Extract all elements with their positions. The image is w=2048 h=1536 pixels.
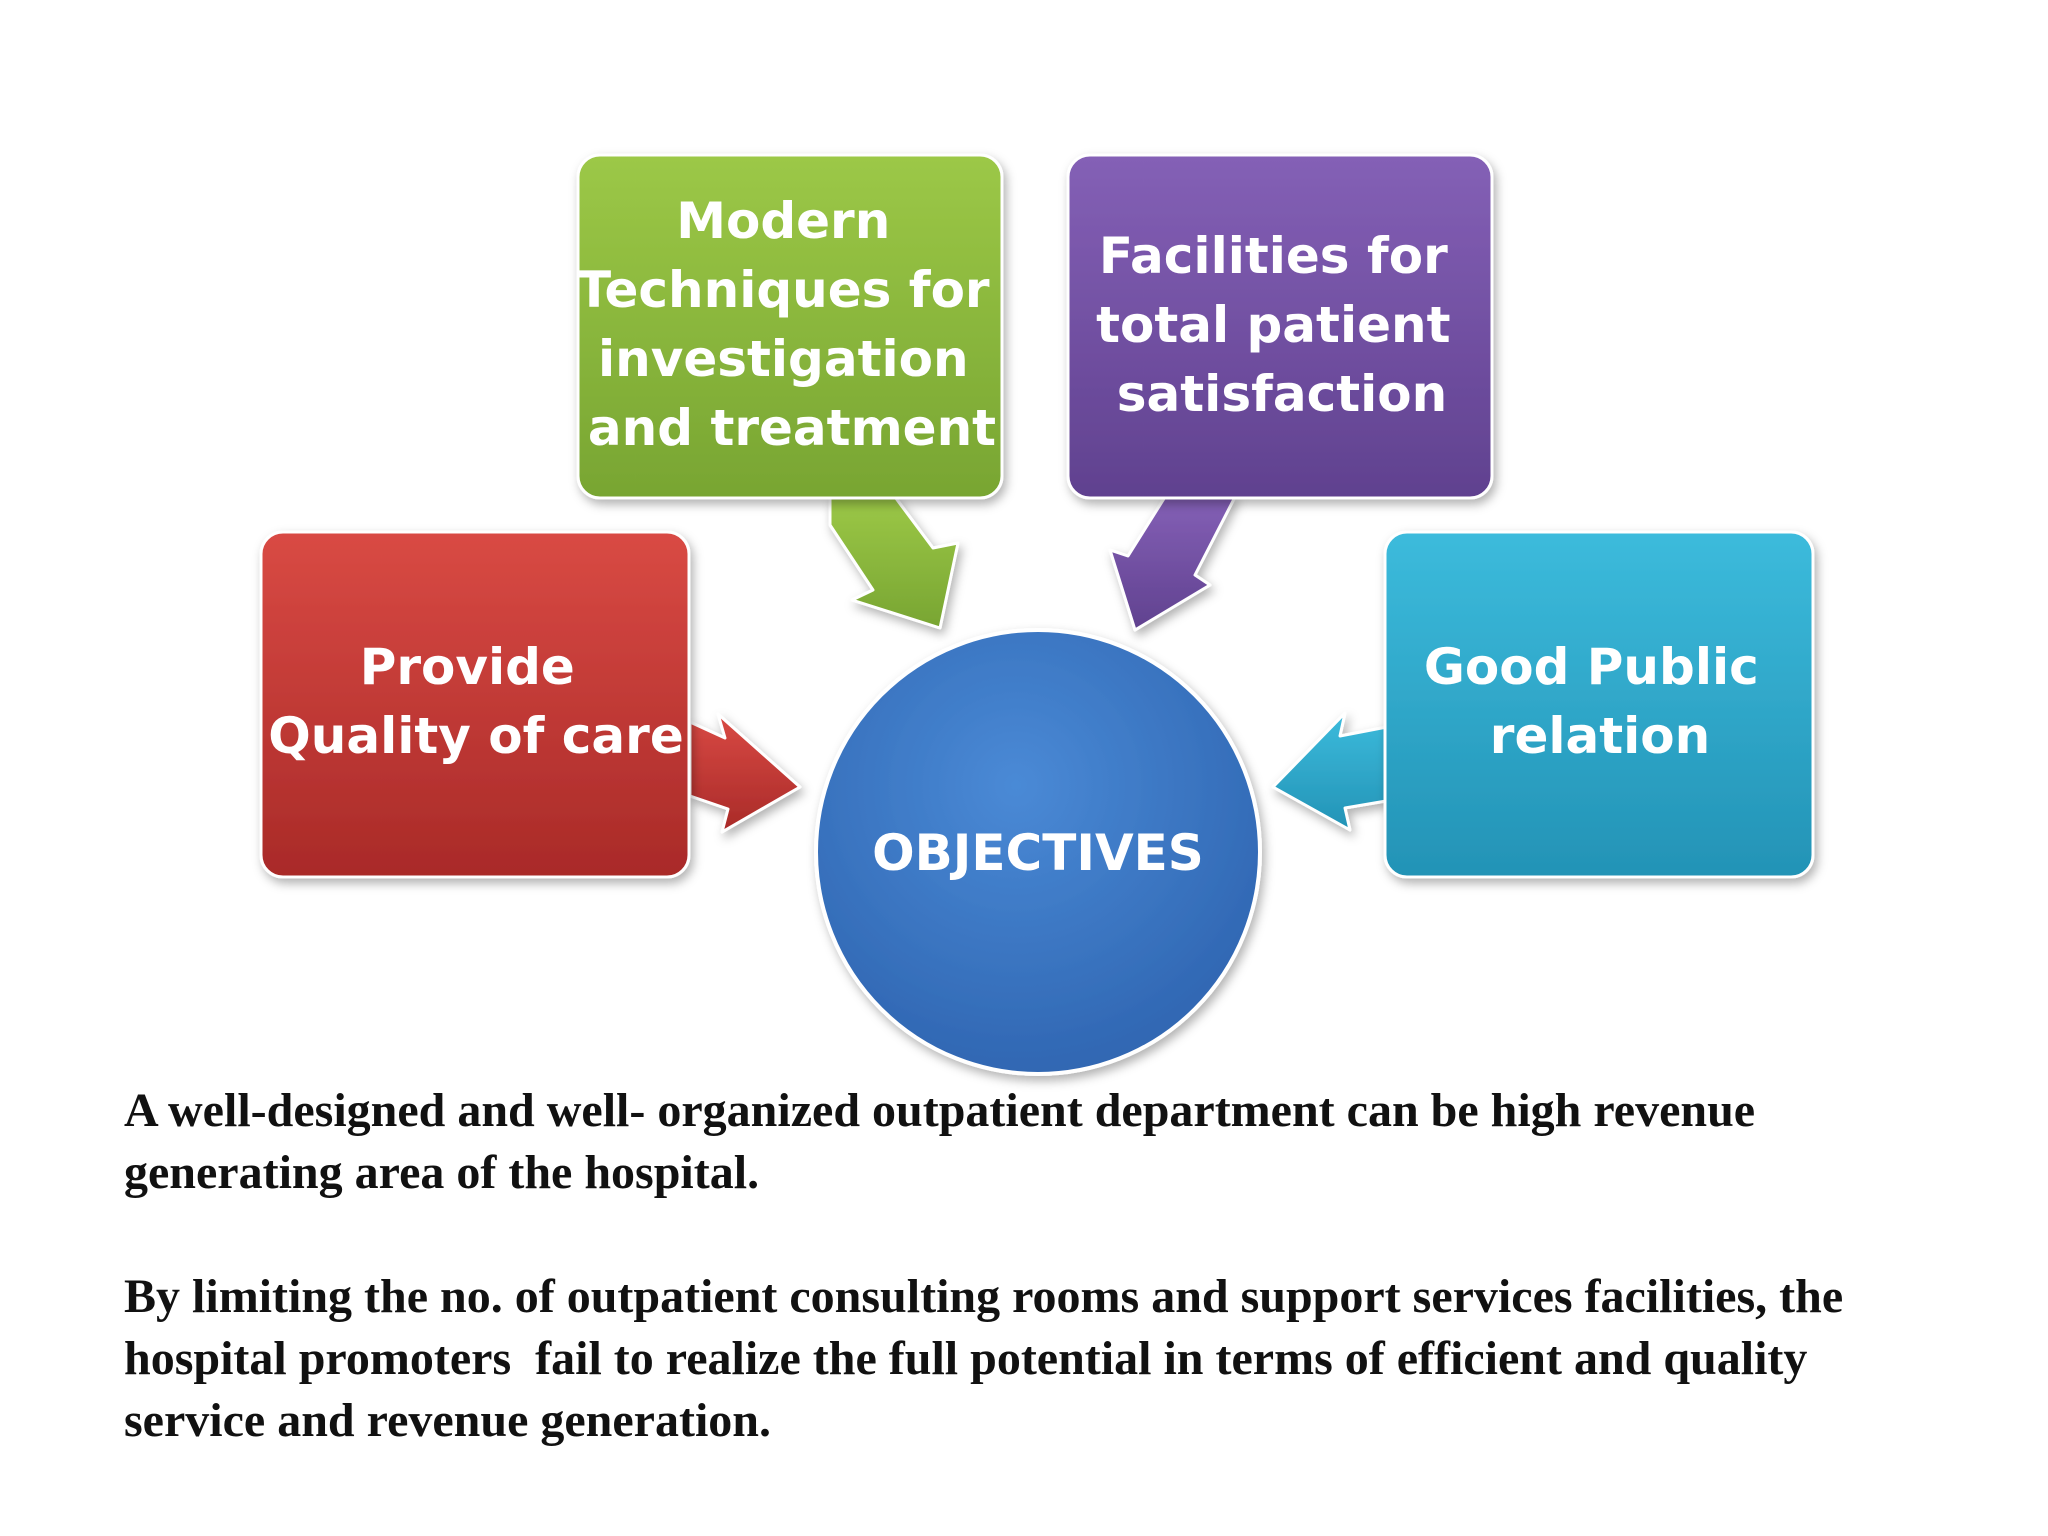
box-facilities-line-3: satisfaction bbox=[1117, 365, 1447, 423]
box-public-text: Good Public relation bbox=[1424, 638, 1776, 765]
objectives-circle bbox=[814, 628, 1262, 1076]
arrow-quality bbox=[688, 712, 802, 834]
box-quality bbox=[259, 530, 691, 879]
box-public-line-1: Good Public bbox=[1424, 638, 1759, 696]
paragraph-revenue: A well-designed and well- organized outp… bbox=[124, 1084, 1768, 1199]
box-quality-line-1: Provide bbox=[360, 638, 575, 696]
box-modern-line-1: Modern bbox=[676, 192, 890, 250]
box-modern-text: Modern Techniques for investigation and … bbox=[577, 192, 1007, 457]
arrow-modern bbox=[828, 495, 960, 630]
box-quality-text: Provide Quality of care bbox=[268, 638, 683, 765]
box-quality-line-2: Quality of care bbox=[268, 707, 683, 765]
arrow-public bbox=[1271, 711, 1394, 832]
paragraph-limitations: By limiting the no. of outpatient consul… bbox=[124, 1270, 1868, 1447]
box-modern-line-2: Techniques for bbox=[577, 261, 990, 319]
box-facilities bbox=[1066, 153, 1494, 500]
box-facilities-line-1: Facilities for bbox=[1099, 227, 1448, 285]
box-modern-line-3: investigation bbox=[598, 330, 969, 388]
arrow-facilities bbox=[1108, 495, 1237, 632]
box-public bbox=[1383, 530, 1815, 879]
objectives-label: OBJECTIVES bbox=[872, 824, 1204, 882]
box-modern-line-4: and treatment bbox=[588, 399, 996, 457]
box-public-line-2: relation bbox=[1490, 707, 1710, 765]
box-facilities-line-2: total patient bbox=[1096, 296, 1450, 354]
box-facilities-text: Facilities for total patient satisfactio… bbox=[1096, 227, 1468, 423]
box-modern bbox=[576, 153, 1004, 500]
